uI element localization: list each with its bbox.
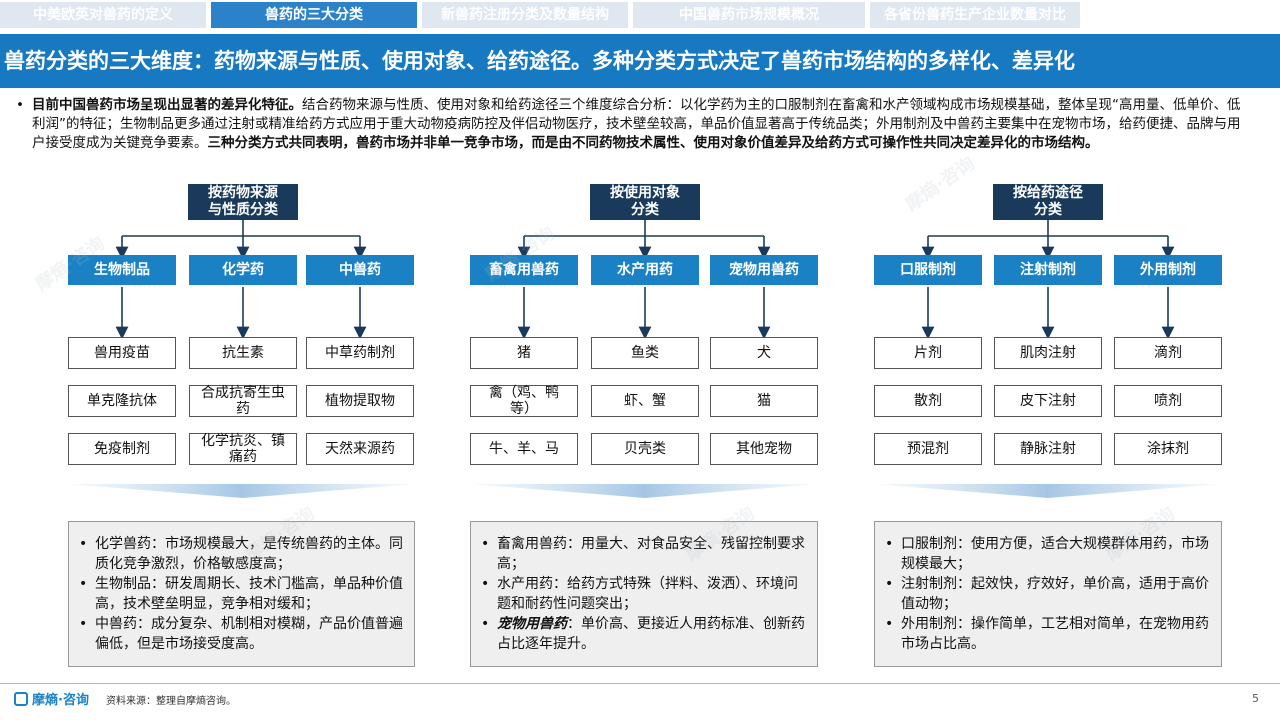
note-item: 注射制剂：起效快，疗效好，单价高，适用于高价值动物； xyxy=(883,574,1213,614)
intro-lead: 目前中国兽药市场呈现出显著的差异化特征。 xyxy=(32,97,302,113)
intro-paragraph: • 目前中国兽药市场呈现出显著的差异化特征。结合药物来源与性质、使用对象和给药途… xyxy=(16,96,1242,153)
category-line: 按药物来源 xyxy=(208,185,278,201)
category-line: 分类 xyxy=(631,202,659,218)
footer-logo: 摩熵·咨询 xyxy=(14,689,89,708)
sub-injection: 注射制剂 xyxy=(994,255,1102,285)
category-usage-target: 按使用对象 分类 xyxy=(590,184,700,220)
item-ointment: 涂抹剂 xyxy=(1114,433,1222,465)
note-item: 中兽药：成分复杂、机制相对模糊，产品价值普遍偏低，但是市场接受度高。 xyxy=(77,614,406,654)
tab-bar: 中美欧英对兽药的定义 兽药的三大分类 新兽药注册分类及数量结构 中国兽药市场规模… xyxy=(0,0,1280,28)
sub-biological: 生物制品 xyxy=(68,255,176,285)
item-intramuscular: 肌肉注射 xyxy=(994,337,1102,369)
intro-body: 结合药物来源与性质、使用对象和给药途径三个维度综合分析：以化学药为主的口服制剂在… xyxy=(32,97,1241,151)
sub-chemical: 化学药 xyxy=(189,255,297,285)
item-premix: 预混剂 xyxy=(874,433,982,465)
item-poultry: 禽（鸡、鸭等） xyxy=(470,385,578,417)
intro-conclusion: 三种分类方式共同表明，兽药市场并非单一竞争市场，而是由不同药物技术属性、使用对象… xyxy=(207,135,1099,151)
page-number: 5 xyxy=(1252,692,1259,705)
item-cat: 猫 xyxy=(710,385,818,417)
item-subcutaneous: 皮下注射 xyxy=(994,385,1102,417)
note-item: 化学兽药：市场规模最大，是传统兽药的主体。同质化竞争激烈，价格敏感度高； xyxy=(77,534,406,574)
sub-aquatic: 水产用药 xyxy=(591,255,699,285)
item-spray: 喷剂 xyxy=(1114,385,1222,417)
footer-divider xyxy=(0,683,1280,684)
item-plant-extract: 植物提取物 xyxy=(306,385,414,417)
tab-provinces[interactable]: 各省份兽药生产企业数量对比 xyxy=(870,2,1080,28)
item-shrimp: 虾、蟹 xyxy=(591,385,699,417)
tab-three-categories[interactable]: 兽药的三大分类 xyxy=(211,2,417,28)
note-box-source: 化学兽药：市场规模最大，是传统兽药的主体。同质化竞争激烈，价格敏感度高； 生物制… xyxy=(68,521,415,667)
source-note: 资料来源：整理自摩熵咨询。 xyxy=(106,696,236,707)
item-other-pet: 其他宠物 xyxy=(710,433,818,465)
item-vaccine: 兽用疫苗 xyxy=(68,337,176,369)
item-natural: 天然来源药 xyxy=(306,433,414,465)
item-anti-inflammatory: 化学抗炎、镇痛药 xyxy=(189,433,297,465)
item-drops: 滴剂 xyxy=(1114,337,1222,369)
note-item: 水产用药：给药方式特殊（拌料、泼洒）、环境问题和耐药性问题突出； xyxy=(479,574,809,614)
item-dog: 犬 xyxy=(710,337,818,369)
category-source-nature: 按药物来源 与性质分类 xyxy=(188,184,298,220)
note-item: 外用制剂：操作简单，工艺相对简单，在宠物用药市场占比高。 xyxy=(883,614,1213,654)
sub-topical: 外用制剂 xyxy=(1114,255,1222,285)
item-pig: 猪 xyxy=(470,337,578,369)
tab-registration[interactable]: 新兽药注册分类及数量结构 xyxy=(422,2,628,28)
note-box-usage: 畜禽用兽药：用量大、对食品安全、残留控制要求高； 水产用药：给药方式特殊（拌料、… xyxy=(470,521,818,667)
item-intravenous: 静脉注射 xyxy=(994,433,1102,465)
item-fish: 鱼类 xyxy=(591,337,699,369)
category-line: 按使用对象 xyxy=(610,185,680,201)
item-shellfish: 贝壳类 xyxy=(591,433,699,465)
item-monoclonal: 单克隆抗体 xyxy=(68,385,176,417)
item-tablet: 片剂 xyxy=(874,337,982,369)
sub-oral: 口服制剂 xyxy=(874,255,982,285)
page-title: 兽药分类的三大维度：药物来源与性质、使用对象、给药途径。多种分类方式决定了兽药市… xyxy=(0,34,1280,88)
category-route: 按给药途径 分类 xyxy=(993,184,1103,220)
tab-market-size[interactable]: 中国兽药市场规模概况 xyxy=(633,2,865,28)
tab-definition[interactable]: 中美欧英对兽药的定义 xyxy=(0,2,206,28)
sub-chinese-vet: 中兽药 xyxy=(306,255,414,285)
intro-bullet: • xyxy=(16,97,24,113)
note-item: 生物制品：研发周期长、技术门槛高，单品种价值高，技术壁垒明显，竞争相对缓和； xyxy=(77,574,406,614)
logo-icon xyxy=(14,691,28,706)
item-cattle: 牛、羊、马 xyxy=(470,433,578,465)
sub-livestock: 畜禽用兽药 xyxy=(470,255,578,285)
item-powder: 散剂 xyxy=(874,385,982,417)
category-line: 按给药途径 xyxy=(1013,185,1083,201)
note-item: 畜禽用兽药：用量大、对食品安全、残留控制要求高； xyxy=(479,534,809,574)
item-immune: 免疫制剂 xyxy=(68,433,176,465)
item-herbal: 中草药制剂 xyxy=(306,337,414,369)
note-item: 口服制剂：使用方便，适合大规模群体用药，市场规模最大； xyxy=(883,534,1213,574)
note-box-route: 口服制剂：使用方便，适合大规模群体用药，市场规模最大； 注射制剂：起效快，疗效好… xyxy=(874,521,1222,667)
logo-text: 摩熵·咨询 xyxy=(32,693,89,708)
note-item: 宠物用兽药：单价高、更接近人用药标准、创新药占比逐年提升。 xyxy=(479,614,809,654)
item-antibiotic: 抗生素 xyxy=(189,337,297,369)
sub-pet: 宠物用兽药 xyxy=(710,255,818,285)
category-line: 与性质分类 xyxy=(208,202,278,218)
category-line: 分类 xyxy=(1034,202,1062,218)
item-antiparasitic: 合成抗寄生虫药 xyxy=(189,385,297,417)
